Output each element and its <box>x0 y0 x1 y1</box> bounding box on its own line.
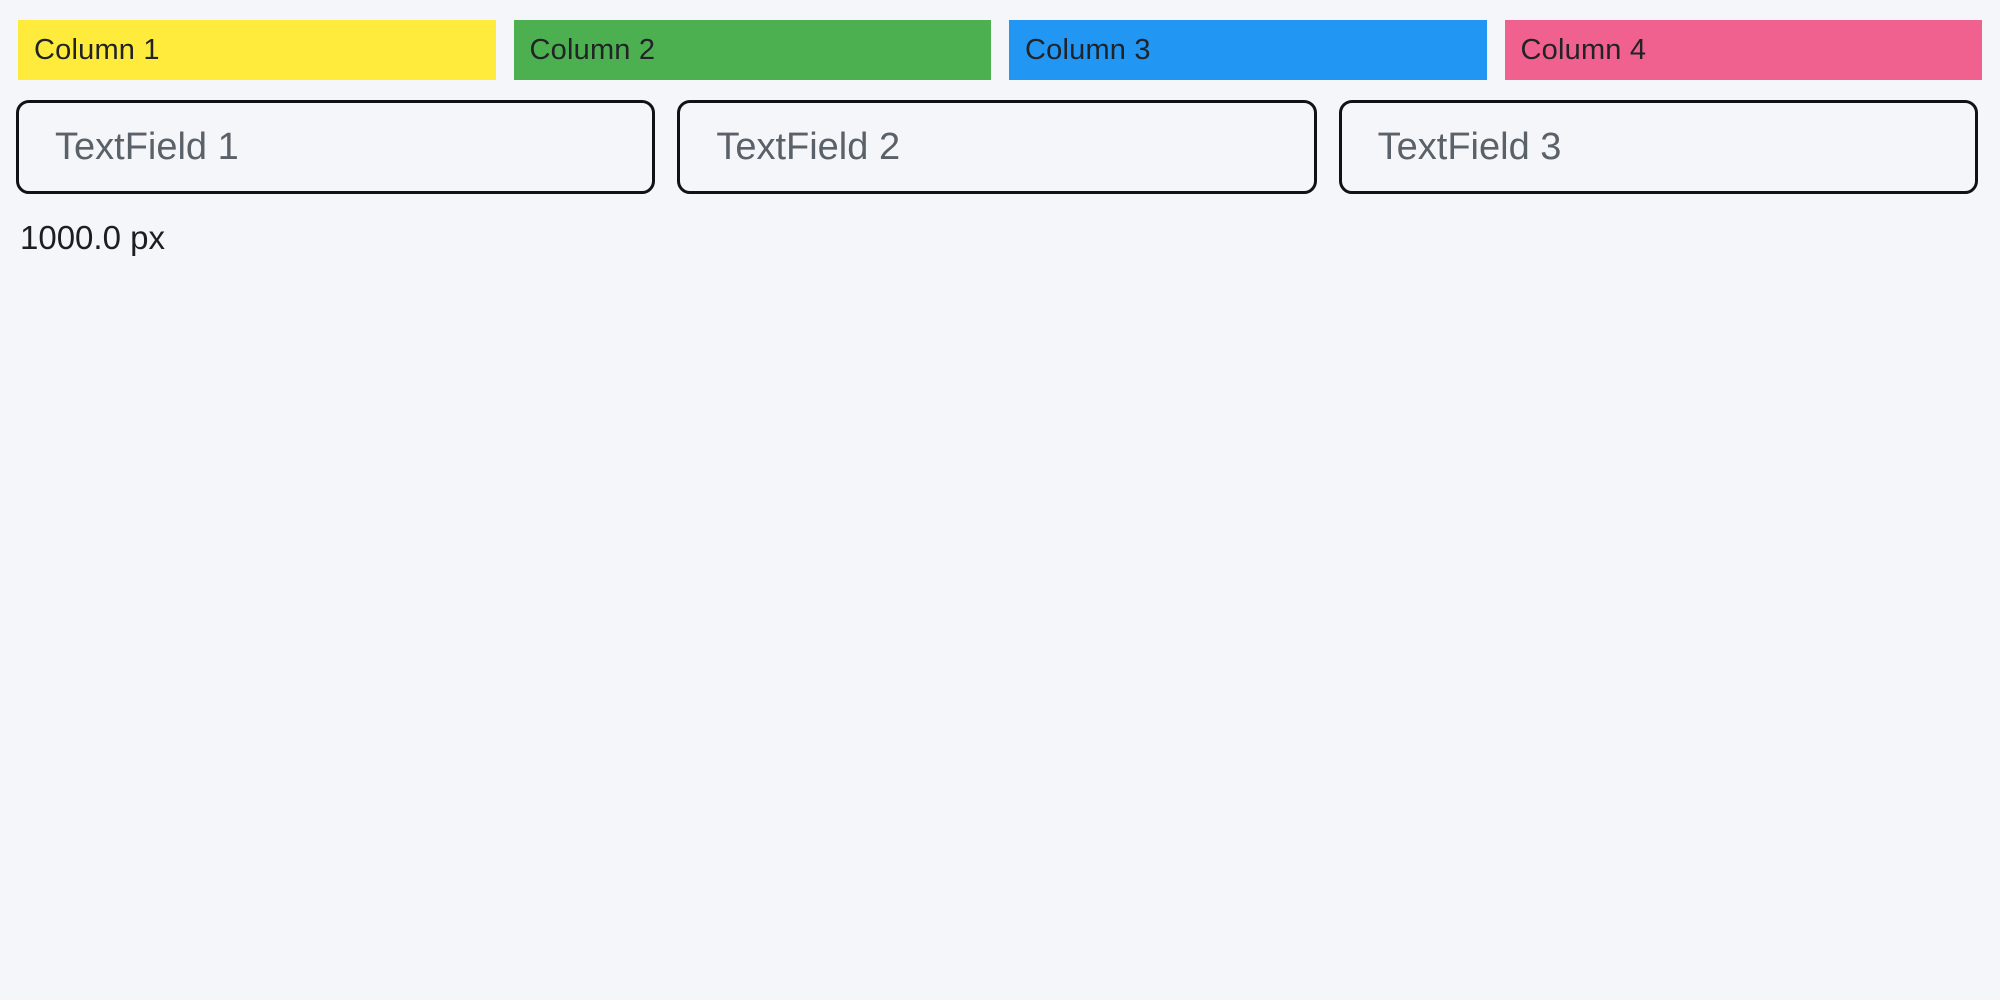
columns-row: Column 1 Column 2 Column 3 Column 4 <box>18 20 1982 80</box>
column-2: Column 2 <box>513 20 991 80</box>
column-4: Column 4 <box>1504 20 1982 80</box>
column-1: Column 1 <box>18 20 496 80</box>
column-1-label: Column 1 <box>34 33 160 66</box>
text-fields-row <box>16 100 1978 194</box>
column-3-label: Column 3 <box>1025 33 1151 66</box>
page-width-label: 1000.0 px <box>20 219 165 256</box>
column-3: Column 3 <box>1009 20 1487 80</box>
column-2-label: Column 2 <box>529 33 656 66</box>
text-field-1[interactable] <box>16 100 656 194</box>
text-field-2[interactable] <box>677 100 1317 194</box>
column-4-label: Column 4 <box>1520 33 1647 66</box>
text-field-3[interactable] <box>1338 100 1978 194</box>
